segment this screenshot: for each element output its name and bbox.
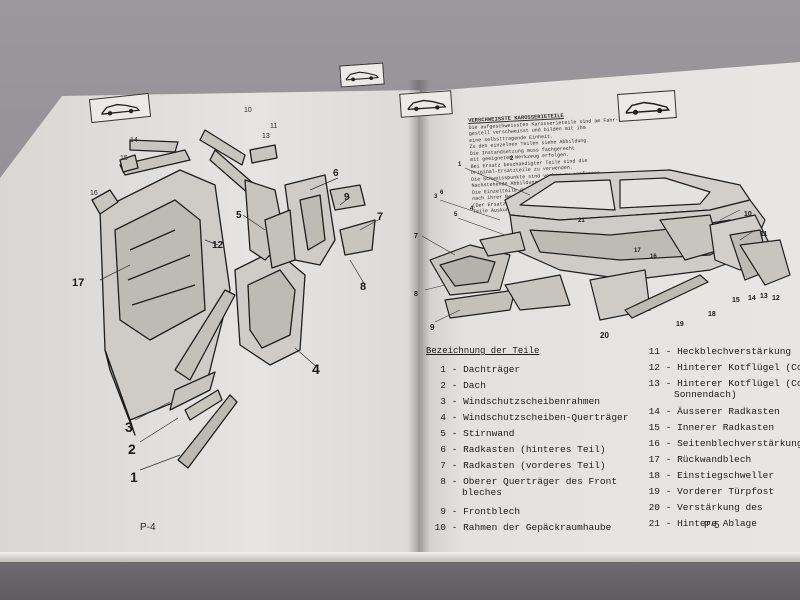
list-item: 4 - Windschutzscheiben-Querträger	[440, 412, 629, 423]
callout-14: 14	[130, 137, 138, 144]
callout-13: 13	[262, 133, 270, 140]
page-edge	[0, 552, 800, 562]
list-item: 1 - Dachträger	[440, 364, 521, 375]
car-logo-right	[399, 90, 453, 118]
callout-2: 2	[128, 441, 136, 457]
callout-14: 14	[748, 295, 756, 302]
callout-11: 11	[270, 123, 277, 130]
callout-20: 20	[600, 331, 609, 340]
callout-9: 9	[430, 323, 435, 332]
callout-10: 10	[744, 211, 752, 218]
car-logo-left	[88, 92, 152, 124]
car-logo-left-top	[339, 62, 385, 88]
callout-7: 7	[377, 211, 383, 223]
callout-15: 15	[732, 297, 740, 304]
list-item: 18 - Einstiegschweller	[648, 470, 775, 481]
callout-4: 4	[470, 206, 474, 212]
list-item: 7 - Radkasten (vorderes Teil)	[440, 460, 606, 471]
page-number-right: P-5	[704, 520, 720, 531]
callout-8: 8	[414, 291, 418, 298]
callout-11: 11	[760, 231, 768, 238]
callout-8: 8	[360, 281, 366, 293]
book-gutter	[408, 80, 430, 560]
list-item: 15 - Innerer Radkasten	[648, 422, 775, 433]
callout-6: 6	[440, 190, 444, 196]
callout-12: 12	[772, 295, 780, 302]
callout-5: 5	[236, 210, 242, 221]
list-item: 9 - Frontblech	[440, 506, 521, 517]
callout-17: 17	[72, 277, 84, 289]
table-shadow	[0, 560, 800, 600]
callout-7: 7	[414, 233, 418, 240]
callout-18: 18	[708, 311, 716, 318]
callout-6: 6	[333, 168, 339, 179]
list-item: 12 - Hinterer Kotflügel (Coach)	[648, 362, 800, 373]
page-number-left: P-4	[140, 522, 156, 533]
car-silhouette-icon	[101, 104, 141, 116]
car-silhouette-icon	[345, 71, 380, 82]
list-item: 5 - Stirnwand	[440, 428, 515, 439]
callout-16: 16	[90, 190, 98, 197]
callout-1: 1	[458, 162, 462, 168]
callout-3: 3	[434, 194, 438, 200]
callout-4: 4	[312, 361, 320, 377]
list-item: 13 - Hinterer Kotflügel (Coupé uSonnenda…	[648, 378, 800, 400]
callout-15: 15	[120, 155, 128, 162]
parts-list-right: 11 - Heckblechverstärkung 12 - Hinterer …	[640, 346, 800, 534]
callout-1: 1	[130, 469, 138, 485]
callout-12: 12	[212, 240, 224, 251]
list-item: 11 - Heckblechverstärkung	[648, 346, 792, 357]
parts-list-left: 1 - Dachträger 2 - Dach 3 - Windschutzsc…	[432, 364, 632, 538]
car-silhouette-icon	[407, 100, 447, 112]
car-silhouette-icon	[625, 101, 670, 115]
callout-13: 13	[760, 293, 768, 300]
list-item: 21 - Hintere Ablage	[648, 518, 757, 529]
callout-5: 5	[454, 212, 458, 218]
list-item: 10 - Rahmen der Gepäckraumhaube	[434, 522, 612, 533]
parts-heading: Bezeichnung der Teile	[426, 346, 540, 356]
callout-10: 10	[244, 107, 252, 114]
callout-3: 3	[125, 419, 133, 435]
list-item: 2 - Dach	[440, 380, 486, 391]
list-item: 17 - Rückwandblech	[648, 454, 752, 465]
callout-9: 9	[344, 192, 350, 203]
car-logo-right-top	[617, 90, 677, 122]
callout-21: 21	[578, 218, 585, 224]
callout-2: 2	[510, 156, 514, 162]
callout-19: 19	[676, 321, 684, 328]
callout-16: 16	[650, 254, 657, 260]
list-item: 20 - Verstärkung des	[648, 502, 763, 513]
list-item: 3 - Windschutzscheibenrahmen	[440, 396, 600, 407]
exploded-body-drawing-left: 1 2 3 4 5 6 7 8 9 10 11 12 13 14 15 16 1…	[72, 107, 383, 485]
callout-17: 17	[634, 248, 641, 254]
list-item: 19 - Vorderer Türpfost	[648, 486, 775, 497]
list-item: 16 - Seitenblechverstärkung	[648, 438, 800, 449]
list-item: 14 - Äusserer Radkasten	[648, 406, 780, 417]
exploded-body-drawing-right: 1 2 3 4 5 6 7 8 9 10 11 12 13 14 15 16 1…	[414, 156, 791, 340]
list-item: 6 - Radkasten (hinteres Teil)	[440, 444, 606, 455]
